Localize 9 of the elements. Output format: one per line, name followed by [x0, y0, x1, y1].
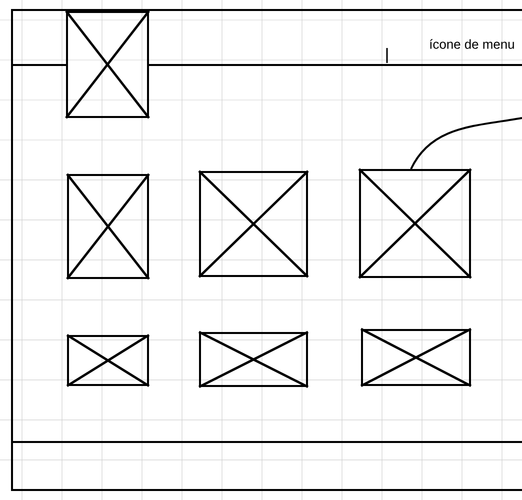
leader-line: [410, 117, 522, 170]
image-placeholder: [198, 170, 310, 278]
image-placeholder: [198, 330, 310, 388]
header-label: ícone de menu: [430, 39, 514, 49]
image-placeholder: [66, 334, 150, 388]
image-placeholder: [66, 172, 150, 280]
image-placeholder: [358, 168, 472, 280]
image-placeholder: [360, 328, 472, 388]
image-placeholder: [64, 10, 150, 120]
